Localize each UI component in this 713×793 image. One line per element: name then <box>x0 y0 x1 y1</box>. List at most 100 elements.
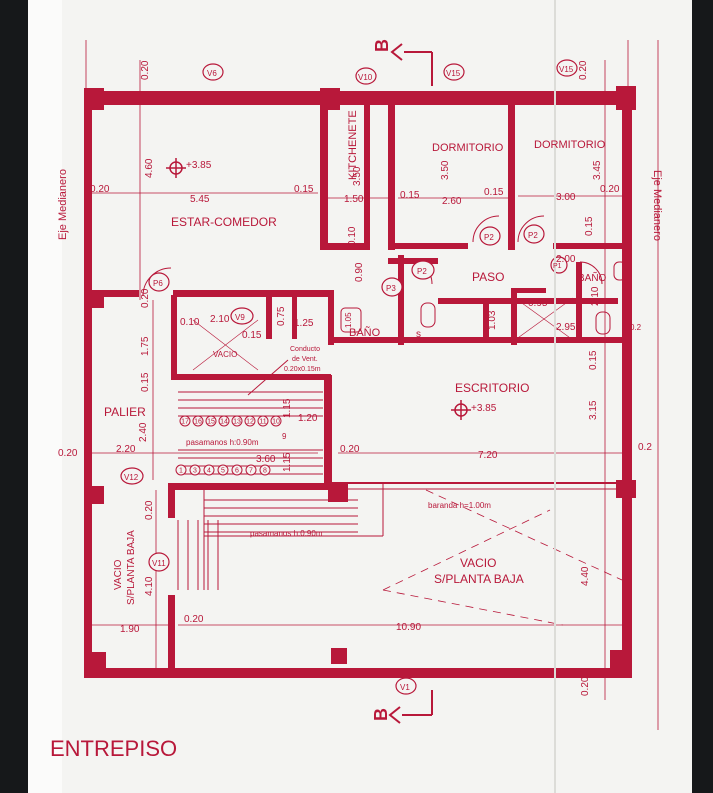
dim: 0.15 <box>484 187 504 198</box>
tag-p2c: P2 <box>528 231 538 240</box>
floor-plan <box>84 40 659 730</box>
note-pasamanos-2: pasamanos h:0.90m <box>250 529 323 538</box>
drawing-sheet: B B Eje Medianero Eje Medianero V6 V10 V… <box>28 0 692 793</box>
dim: 4.60 <box>144 158 155 178</box>
dim: 3.50 <box>440 160 451 180</box>
step-number: 17 <box>181 419 189 426</box>
tag-p2a: P2 <box>417 267 427 276</box>
step-number: 7 <box>249 468 253 475</box>
tag-p6: P6 <box>153 279 163 288</box>
note-s: s <box>416 329 421 340</box>
step-marker <box>231 415 243 427</box>
step-marker <box>270 415 282 427</box>
tag-v15b: V15 <box>559 65 574 74</box>
tag-p3: P3 <box>386 284 396 293</box>
step-number: 9 <box>282 432 287 441</box>
dim: 1.75 <box>140 336 151 356</box>
step-marker <box>218 415 230 427</box>
step-marker <box>175 464 187 476</box>
step-number: 11 <box>259 419 266 426</box>
dim: 0.95 <box>528 298 548 309</box>
conducto-line-3: 0.20x0.15m <box>284 366 321 373</box>
step-number: 13 <box>233 419 241 426</box>
tag-v11: V11 <box>152 559 166 568</box>
dim: 0.20 <box>184 614 204 625</box>
tag-v10: V10 <box>358 73 373 82</box>
room-bano-1: BAÑO <box>349 326 381 339</box>
dim: 2.10 <box>210 314 230 325</box>
vacio-pb-left-2: S/PLANTA BAJA <box>126 530 137 605</box>
dim: 2.00 <box>556 254 576 265</box>
dim: 2.20 <box>116 444 136 455</box>
step-number: 12 <box>246 419 254 426</box>
step-marker <box>189 464 201 476</box>
dim: 4.10 <box>144 576 155 596</box>
vacio-pb-right-2: S/PLANTA BAJA <box>434 572 524 586</box>
dim: 0.20 <box>58 448 78 459</box>
dim: 3.00 <box>556 192 576 203</box>
step-number: 8 <box>263 468 267 475</box>
step-marker <box>179 415 191 427</box>
tag-v6: V6 <box>207 69 217 78</box>
dim: 0.20 <box>340 444 360 455</box>
room-estar-comedor: ESTAR-COMEDOR <box>171 215 277 229</box>
tag-p1: P1 <box>553 263 562 270</box>
dim: 0.75 <box>276 306 287 326</box>
dim: 10.90 <box>396 622 421 633</box>
dim: 5.45 <box>190 194 210 205</box>
step-marker <box>245 464 257 476</box>
step-marker <box>257 415 269 427</box>
dim: 0.20 <box>600 184 620 195</box>
dim: 1.90 <box>120 624 140 635</box>
step-marker <box>217 464 229 476</box>
dim: 0.20 <box>144 500 155 520</box>
dim: 0.15 <box>294 184 314 195</box>
room-palier: PALIER <box>104 405 146 419</box>
tag-v9: V9 <box>235 313 245 322</box>
dim: 1.50 <box>344 194 364 205</box>
step-marker <box>244 415 256 427</box>
wall-top <box>86 91 631 105</box>
dim: 2.95 <box>556 322 576 333</box>
drawing-title: ENTREPISO <box>50 736 177 761</box>
dim: 0.10 <box>347 226 358 246</box>
dim: 0.10 <box>180 317 200 328</box>
axis-label-right: Eje Medianero <box>651 170 663 241</box>
step-marker <box>259 464 271 476</box>
step-number: 14 <box>220 419 228 426</box>
dim: 1.05 <box>344 312 353 328</box>
dim: 4.40 <box>580 566 591 586</box>
dim: 1.15 <box>282 398 293 418</box>
conducto-line-1: Conducto <box>290 346 320 353</box>
vacio-pb-left-1: VACIO <box>113 559 124 590</box>
wall-left <box>84 91 92 676</box>
dim: 3.45 <box>592 160 603 180</box>
room-dormitorio-2: DORMITORIO <box>534 139 606 151</box>
axis-label-left: Eje Medianero <box>57 169 69 240</box>
dim: 2.60 <box>442 196 462 207</box>
step-marker <box>203 464 215 476</box>
dim: 2.40 <box>138 422 149 442</box>
tag-v12: V12 <box>124 473 139 482</box>
dim: 7.20 <box>478 450 498 461</box>
dim: 0.90 <box>354 262 365 282</box>
room-escritorio: ESCRITORIO <box>455 381 529 395</box>
step-number: 4 <box>207 468 211 475</box>
note-baranda: baranda h=1.00m <box>428 501 491 510</box>
step-number: 3 <box>193 468 197 475</box>
room-bano-2: BAÑO <box>578 271 607 284</box>
level-escritorio: +3.85 <box>471 403 497 414</box>
step-number: 6 <box>235 468 239 475</box>
dim: 3.60 <box>256 454 276 465</box>
paper-fold-line <box>554 0 556 793</box>
room-dormitorio-1: DORMITORIO <box>432 142 504 154</box>
wall-right <box>622 91 632 676</box>
room-vacio-small: VACIO <box>213 350 237 359</box>
dim: 0.2 <box>630 323 642 332</box>
dim: 0.15 <box>140 372 151 392</box>
section-b-bottom: B <box>371 708 391 721</box>
wall-bottom <box>84 668 632 678</box>
dim: 0.15 <box>400 190 420 201</box>
